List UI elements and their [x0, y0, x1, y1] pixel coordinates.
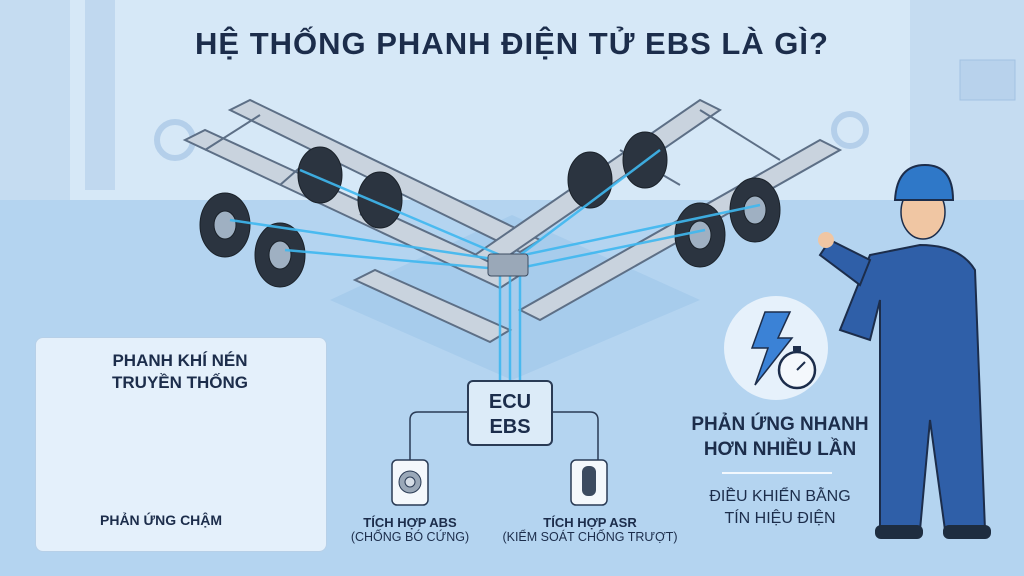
electric-control-text: ĐIỀU KHIỂN BẰNG TÍN HIỆU ĐIỆN — [660, 486, 900, 530]
fast-response-heading: PHẢN ỨNG NHANH HƠN NHIỀU LẦN — [660, 412, 900, 462]
control-line2: TÍN HIỆU ĐIỆN — [724, 510, 836, 527]
fast-line2: HƠN NHIỀU LẦN — [703, 439, 857, 460]
abs-label: TÍCH HỢP ABS — [363, 515, 457, 530]
ecu-connectors — [409, 411, 599, 460]
lightning-stopwatch-icon — [724, 296, 828, 400]
asr-feature: TÍCH HỢP ASR (KIỂM SOÁT CHỐNG TRƯỢT) — [500, 515, 680, 544]
asr-sub: (KIỂM SOÁT CHỐNG TRƯỢT) — [502, 530, 678, 544]
ecu-line1: ECU — [488, 391, 532, 413]
ecu-line2: EBS — [489, 416, 531, 438]
abs-wheel-icon — [391, 459, 429, 506]
ecu-ebs-box: ECU EBS — [467, 380, 553, 446]
slow-response-label: PHẢN ỨNG CHẬM — [100, 512, 223, 528]
machine-left — [0, 0, 70, 200]
technician-figure — [818, 163, 991, 539]
asr-label: TÍCH HỢP ASR — [543, 515, 637, 530]
traditional-title-line1: PHANH KHÍ NÉN — [112, 351, 248, 370]
ecu-module — [487, 253, 529, 277]
page-title: HỆ THỐNG PHANH ĐIỆN TỬ EBS LÀ GÌ? — [195, 26, 829, 61]
abs-feature: TÍCH HỢP ABS (CHỐNG BÓ CỨNG) — [330, 515, 490, 544]
asr-tire-icon — [570, 459, 608, 506]
traditional-brake-panel — [35, 337, 327, 552]
abs-sub: (CHỐNG BÓ CỨNG) — [350, 530, 470, 544]
traditional-title-line2: TRUYỀN THỐNG — [112, 373, 248, 392]
gear-icon — [831, 111, 869, 149]
traditional-panel-title: PHANH KHÍ NÉN TRUYỀN THỐNG — [35, 350, 325, 394]
divider — [722, 472, 832, 474]
control-line1: ĐIỀU KHIỂN BẰNG — [709, 488, 851, 505]
fast-line1: PHẢN ỨNG NHANH — [691, 414, 869, 435]
